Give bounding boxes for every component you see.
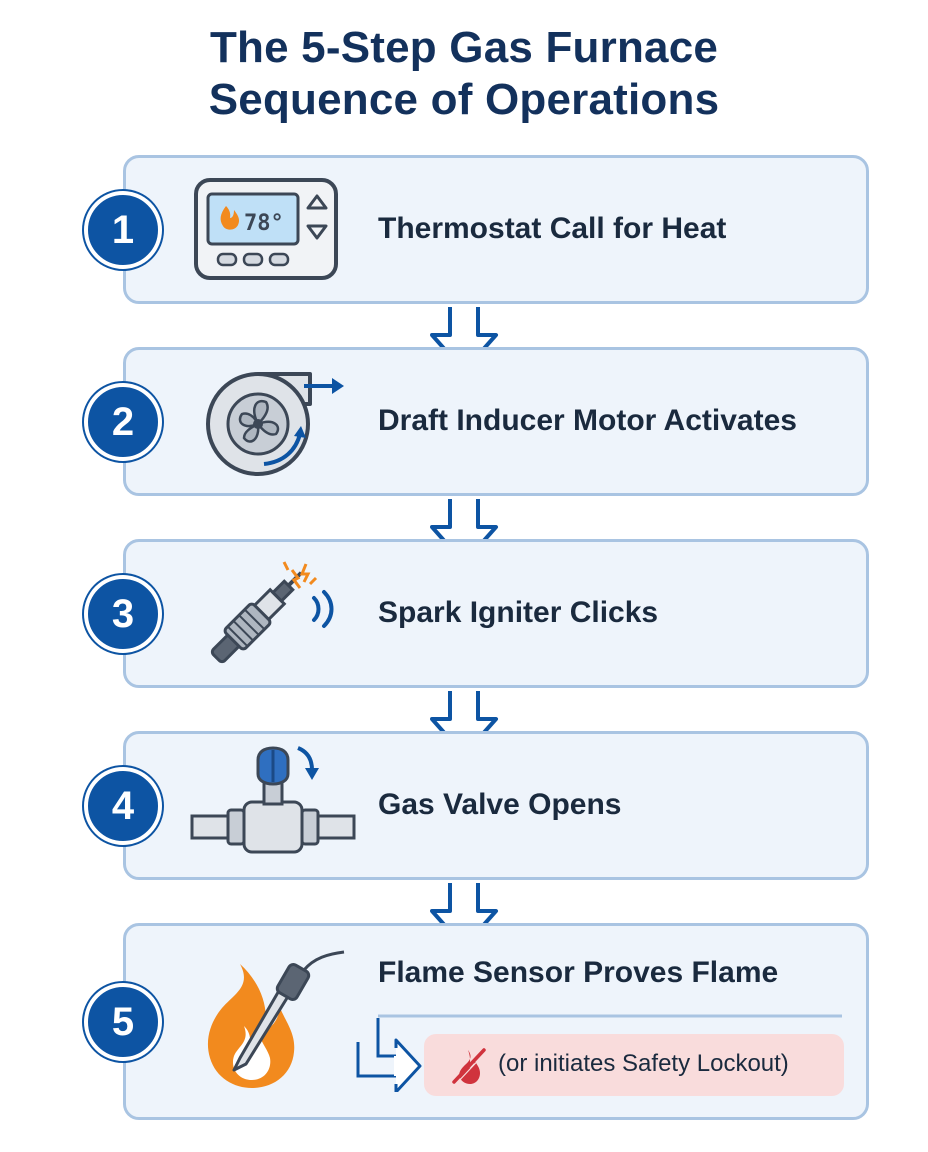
gas-valve-icon — [190, 746, 356, 854]
step-5-badge: 5 — [84, 983, 162, 1061]
thermostat-display: 78° — [244, 211, 284, 236]
flame-sensor-icon — [207, 950, 345, 1088]
step-3-badge: 3 — [84, 575, 162, 653]
step-3-label: Spark Igniter Clicks — [378, 596, 659, 629]
step-1-badge: 1 — [84, 191, 162, 269]
no-flame-icon — [452, 1048, 487, 1085]
title-line-2: Sequence of Operations — [208, 75, 720, 124]
step-2-label: Draft Inducer Motor Activates — [378, 404, 797, 437]
thermostat-icon: 78° — [194, 178, 338, 280]
step-5-label: Flame Sensor Proves Flame — [378, 956, 779, 989]
step-1-label: Thermostat Call for Heat — [378, 212, 727, 245]
safety-lockout-box — [424, 1034, 844, 1096]
spark-igniter-icon — [210, 561, 334, 664]
inducer-motor-icon — [206, 372, 344, 476]
lockout-connector — [356, 1014, 842, 1092]
step-4-badge: 4 — [84, 767, 162, 845]
page-title: The 5-Step Gas Furnace Sequence of Opera… — [0, 22, 928, 126]
step-4-label: Gas Valve Opens — [378, 788, 622, 821]
title-line-1: The 5-Step Gas Furnace — [209, 23, 719, 72]
step-2-badge: 2 — [84, 383, 162, 461]
safety-lockout-text: (or initiates Safety Lockout) — [498, 1050, 789, 1077]
